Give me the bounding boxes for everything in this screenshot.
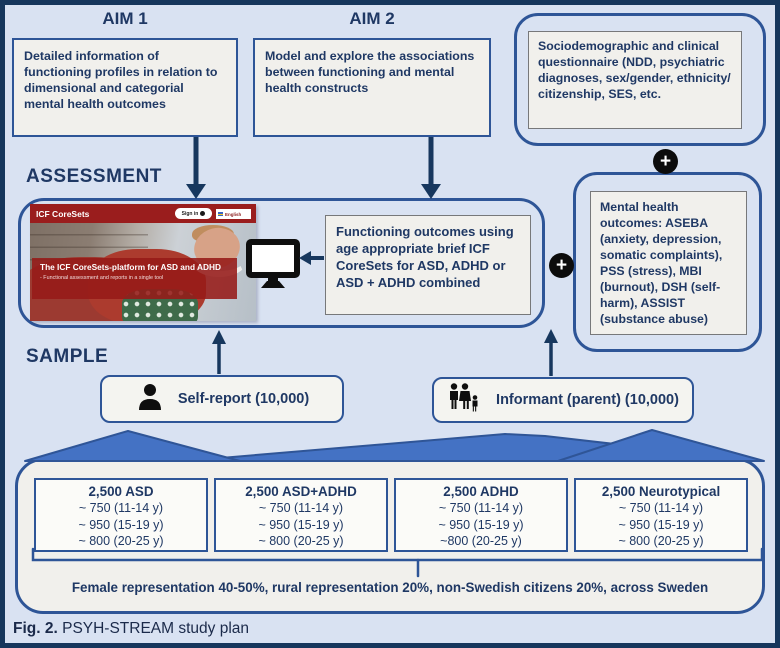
aim2-heading: AIM 2 [349, 9, 395, 28]
account-icon [200, 211, 206, 216]
sample-groups-container: 2,500 ASD ~ 750 (11-14 y) ~ 950 (15-19 y… [15, 458, 765, 614]
mental-health-box: Mental health outcomes: ASEBA (anxiety, … [590, 191, 747, 335]
plus-icon: + [549, 253, 574, 278]
assessment-container [18, 198, 545, 328]
group-line: ~ 950 (15-19 y) [438, 517, 524, 532]
group-line: ~ 950 (15-19 y) [78, 517, 164, 532]
group-line: ~ 800 (20-25 y) [78, 533, 164, 548]
self-report-label: Self-report (10,000) [177, 391, 310, 407]
group-box-asd: 2,500 ASD ~ 750 (11-14 y) ~ 950 (15-19 y… [34, 478, 208, 552]
group-title: 2,500 Neurotypical [601, 484, 721, 499]
group-box-adhd: 2,500 ADHD ~ 750 (11-14 y) ~ 950 (15-19 … [394, 478, 568, 552]
group-box-asd-adhd: 2,500 ASD+ADHD ~ 750 (11-14 y) ~ 950 (15… [214, 478, 388, 552]
group-line: ~ 950 (15-19 y) [618, 517, 704, 532]
icf-coresets-website-screenshot: ICF CoreSets Sign in English The ICF Cor… [30, 204, 256, 321]
aim1-heading: AIM 1 [102, 9, 148, 28]
website-banner: The ICF CoreSets-platform for ASD and AD… [32, 258, 237, 299]
family-icon [447, 383, 483, 417]
group-line: ~800 (20-25 y) [440, 533, 522, 548]
informant-label: Informant (parent) (10,000) [496, 392, 679, 408]
language-selector: English [216, 209, 251, 219]
group-line: ~ 750 (11-14 y) [438, 501, 524, 516]
plus-glyph: + [555, 255, 568, 276]
figure-caption-text: PSYH-STREAM study plan [57, 620, 250, 637]
plus-glyph: + [659, 151, 672, 172]
functioning-outcomes-box: Functioning outcomes using age appropria… [325, 215, 531, 315]
self-report-box: Self-report (10,000) [100, 375, 344, 423]
figure-caption-label: Fig. 2. [13, 620, 58, 637]
informant-box: Informant (parent) (10,000) [432, 377, 694, 423]
aim2-box: Model and explore the associations betwe… [253, 38, 491, 137]
aim1-box: Detailed information of functioning prof… [12, 38, 238, 137]
website-banner-title: The ICF CoreSets-platform for ASD and AD… [40, 262, 222, 272]
language-label: English [225, 211, 242, 217]
group-line: ~ 800 (20-25 y) [258, 533, 344, 548]
sign-in-button: Sign in [175, 208, 212, 219]
group-title: 2,500 ASD+ADHD [245, 484, 357, 499]
group-title: 2,500 ADHD [443, 484, 519, 499]
sign-in-label: Sign in [181, 210, 199, 217]
sociodemographic-box: Sociodemographic and clinical questionna… [528, 31, 742, 129]
group-title: 2,500 ASD [88, 484, 154, 499]
sample-section-label: SAMPLE [26, 346, 109, 367]
website-header: ICF CoreSets Sign in English [30, 204, 256, 223]
sample-groups-row: 2,500 ASD ~ 750 (11-14 y) ~ 950 (15-19 y… [34, 478, 748, 552]
person-icon [135, 383, 165, 415]
figure-caption: Fig. 2. PSYH-STREAM study plan [13, 620, 249, 638]
group-box-neurotypical: 2,500 Neurotypical ~ 750 (11-14 y) ~ 950… [574, 478, 748, 552]
website-title: ICF CoreSets [36, 208, 90, 219]
group-line: ~ 750 (11-14 y) [78, 501, 164, 516]
sociodemographic-container [514, 13, 766, 146]
representation-note: Female representation 40-50%, rural repr… [71, 580, 709, 595]
group-line: ~ 800 (20-25 y) [618, 533, 704, 548]
group-line: ~ 750 (11-14 y) [618, 501, 704, 516]
flag-icon [218, 212, 223, 216]
website-banner-subtitle: - Functional assessment and reports in a… [40, 274, 164, 281]
assessment-section-label: ASSESSMENT [26, 166, 162, 187]
website-hero-photo: The ICF CoreSets-platform for ASD and AD… [30, 223, 256, 321]
group-line: ~ 950 (15-19 y) [258, 517, 344, 532]
monitor-icon [246, 239, 300, 294]
group-line: ~ 750 (11-14 y) [258, 501, 344, 516]
plus-icon: + [653, 149, 678, 174]
